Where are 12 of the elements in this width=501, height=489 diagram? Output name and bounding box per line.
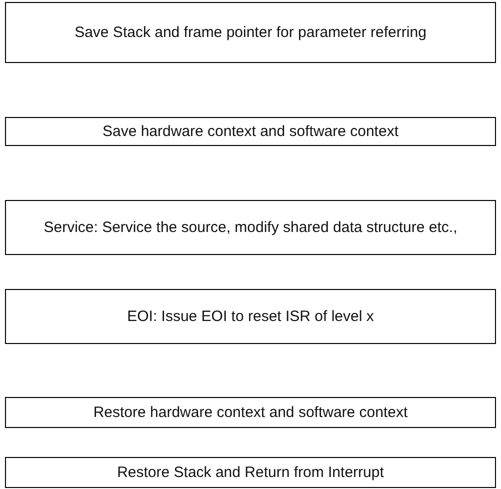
process-box	[5, 397, 496, 428]
step-text: EOI: Issue EOI to reset ISR of level x	[127, 307, 374, 327]
step-text: Service: Service the source, modify shared data structure etc.,	[44, 218, 458, 238]
process-box	[5, 2, 496, 63]
process-box	[5, 117, 496, 146]
step-text: Restore Stack and Return from Interrupt	[117, 463, 384, 483]
step-text: Save hardware context and software context	[102, 122, 398, 142]
process-box	[5, 289, 496, 344]
step-text: Restore hardware context and software context	[93, 403, 408, 423]
step-text: Save Stack and frame pointer for parameter referring	[74, 23, 426, 43]
process-box	[5, 200, 496, 255]
process-box	[5, 457, 496, 488]
